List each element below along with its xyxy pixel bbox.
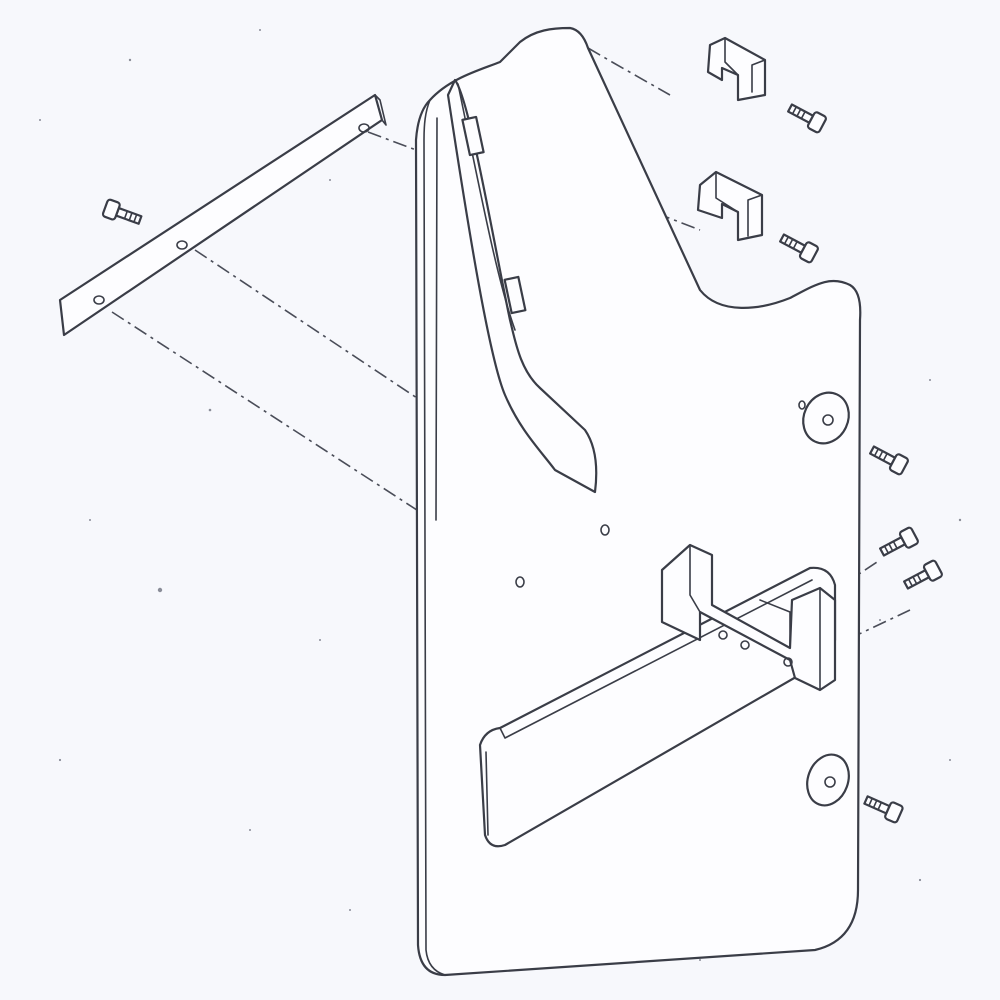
u-bracket: [696, 170, 764, 242]
alignment-line: [194, 249, 421, 401]
strip-hole: [176, 240, 188, 250]
alignment-line: [587, 47, 671, 96]
mounting-strip: [58, 93, 387, 337]
bolt: [787, 103, 827, 134]
strip-hole: [358, 123, 370, 133]
side-bracket: [660, 543, 837, 692]
u-bracket: [706, 36, 767, 102]
alignment-line: [111, 311, 421, 513]
bolt: [903, 559, 943, 590]
bolt: [869, 445, 909, 476]
bolt: [863, 795, 904, 824]
washer: [806, 753, 850, 807]
bolt: [879, 526, 919, 557]
backing-panel: [414, 26, 862, 977]
paper-texture: [39, 29, 962, 961]
washer: [802, 391, 850, 445]
bolt: [779, 233, 819, 264]
bolt: [101, 198, 143, 225]
strip-hole: [93, 295, 105, 305]
